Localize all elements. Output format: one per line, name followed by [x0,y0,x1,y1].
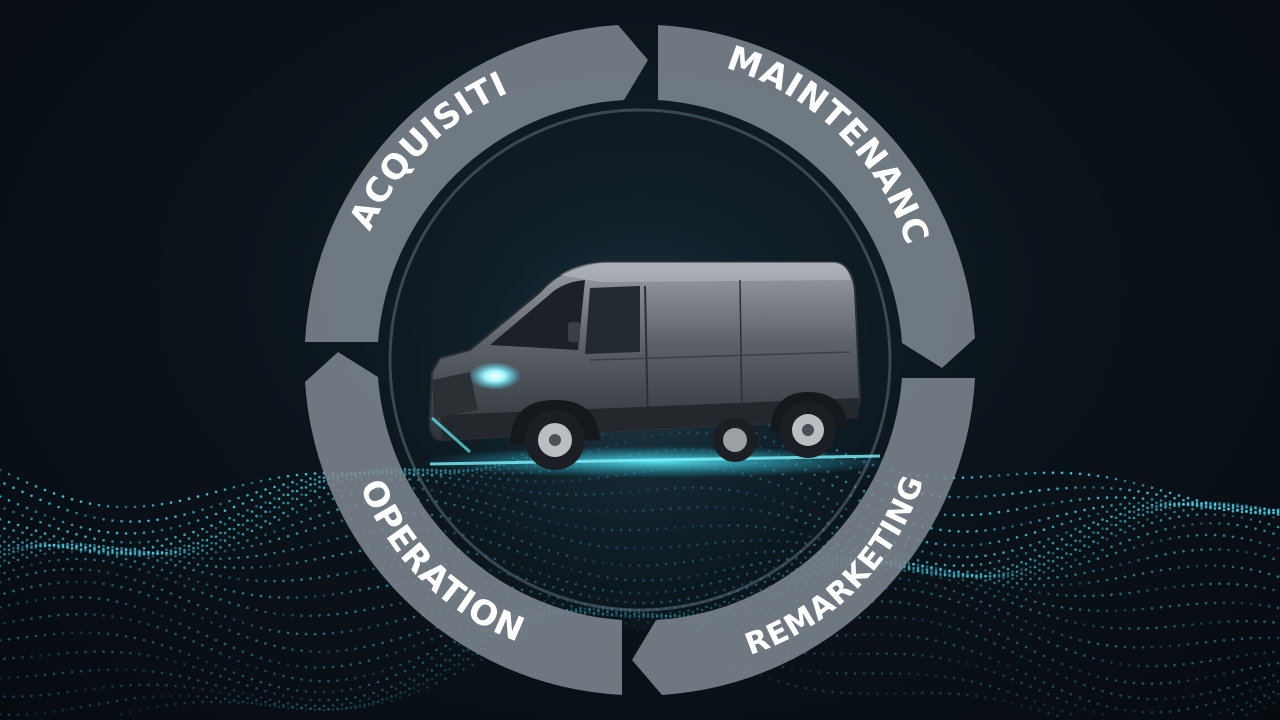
cargo-van-image [428,261,862,470]
van-rim-light [430,416,472,454]
operation-segment [305,352,622,695]
maintenance-segment [658,25,975,368]
remarketing-segment [632,378,975,695]
lifecycle-ring [305,25,975,695]
inner-ring [388,108,892,612]
acquisition-segment [305,25,648,342]
